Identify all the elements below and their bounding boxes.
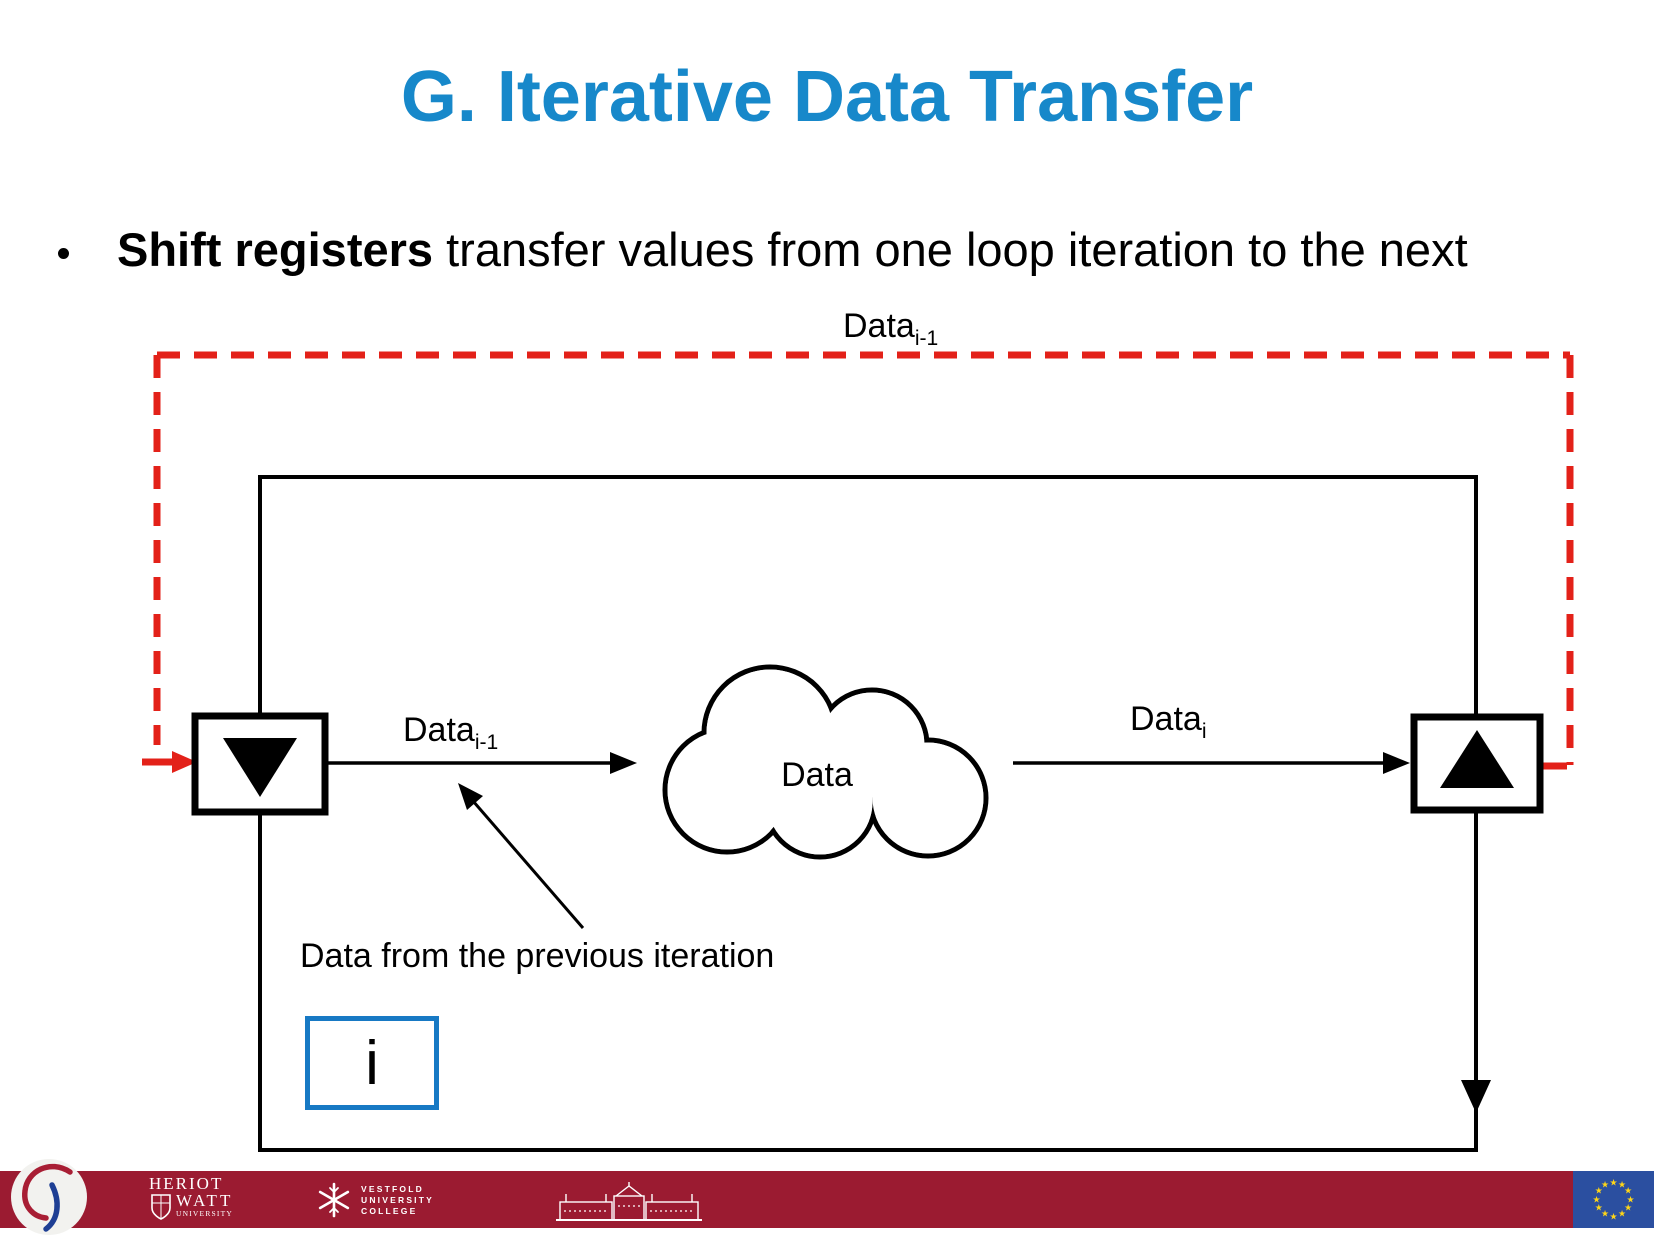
heriot-watt-logo: HERIOT WATT UNIVERSITY — [149, 1175, 233, 1221]
shift-register-read-icon — [223, 738, 297, 797]
slide-title: G. Iterative Data Transfer — [400, 57, 1254, 137]
feedback-arrowhead-icon — [172, 751, 197, 773]
cloud-label: Data — [781, 756, 853, 794]
bullet-dot-icon — [58, 248, 69, 259]
vestfold-line2: UNIVERSITY — [361, 1194, 435, 1205]
input-label-sub: i-1 — [474, 730, 499, 754]
output-arrow — [1013, 752, 1410, 774]
eu-flag-icon: ★ ★ ★ ★ ★ ★ ★ ★ ★ ★ ★ ★ — [1573, 1171, 1654, 1228]
eu-star-icon: ★ — [1609, 1211, 1618, 1221]
input-arrow — [325, 752, 637, 774]
vestfold-snowflake-icon — [318, 1182, 350, 1218]
heriot-watt-line2: WATT — [176, 1191, 234, 1210]
eu-star-icon: ★ — [1624, 1185, 1633, 1196]
annotation-arrow — [458, 783, 585, 929]
eu-star-icon: ★ — [1617, 1208, 1627, 1219]
vestfold-line3: COLLEGE — [361, 1205, 418, 1216]
vestfold-line1: VESTFOLD — [361, 1183, 424, 1194]
eu-star-icon: ★ — [1609, 1177, 1618, 1187]
eu-star-icon: ★ — [1600, 1179, 1610, 1190]
feedback-label-sub: i-1 — [914, 326, 939, 350]
output-label: Datai — [1130, 700, 1207, 744]
project-swirl-logo-icon — [10, 1157, 88, 1237]
output-label-base: Data — [1130, 700, 1202, 738]
eu-star-icon: ★ — [1594, 1185, 1603, 1196]
feedback-label-base: Data — [843, 307, 915, 345]
eu-star-icon: ★ — [1594, 1202, 1603, 1213]
input-label: Datai-1 — [403, 711, 498, 755]
heriot-watt-line3: UNIVERSITY — [176, 1209, 233, 1218]
heriot-watt-shield-icon — [151, 1194, 171, 1220]
vestfold-logo: VESTFOLD UNIVERSITY COLLEGE — [316, 1182, 434, 1218]
loop-counter-box: i — [305, 1016, 439, 1110]
cloud-icon — [662, 664, 989, 860]
eu-star-icon: ★ — [1600, 1208, 1610, 1219]
university-building-icon — [556, 1182, 702, 1222]
heriot-watt-line1: HERIOT — [149, 1174, 224, 1193]
loop-counter-label: i — [365, 1028, 379, 1098]
bullet-text-rest: transfer values from one loop iteration … — [433, 223, 1468, 276]
loop-exit-arrowhead-icon — [1461, 1080, 1491, 1113]
bullet-text-bold: Shift registers — [117, 223, 434, 276]
output-label-sub: i — [1201, 719, 1207, 743]
eu-star-icon: ★ — [1624, 1202, 1633, 1213]
eu-star-icon: ★ — [1626, 1194, 1635, 1204]
eu-star-icon: ★ — [1617, 1179, 1627, 1190]
shift-register-write-icon — [1440, 730, 1514, 788]
eu-star-icon: ★ — [1592, 1194, 1601, 1204]
annotation-text: Data from the previous iteration — [300, 937, 775, 975]
bullet-text: Shift registers transfer values from one… — [117, 222, 1468, 277]
bullet-item: Shift registers transfer values from one… — [58, 222, 1468, 277]
footer-bar — [0, 1171, 1654, 1228]
feedback-label: Datai-1 — [843, 307, 938, 351]
input-label-base: Data — [403, 711, 475, 749]
